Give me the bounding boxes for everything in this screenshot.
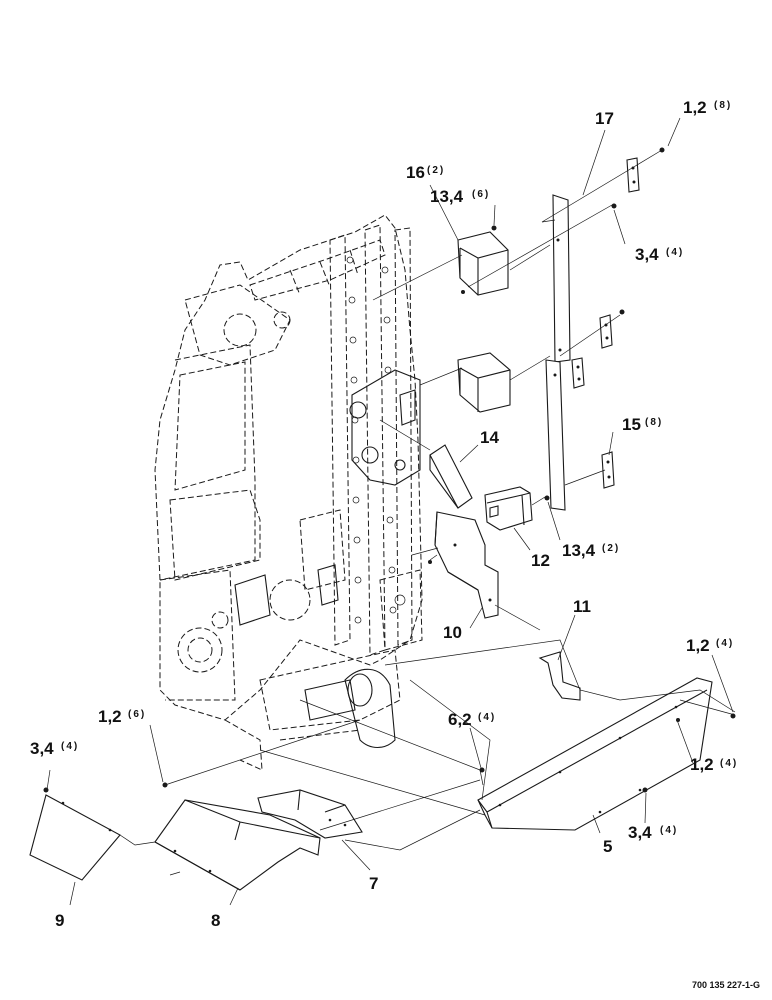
callout-qty: (4): [61, 741, 79, 752]
callout-qty: (2): [602, 543, 620, 554]
callout-label: 6,2: [448, 710, 472, 729]
callout-label: 1,2: [98, 707, 122, 726]
callout-label: 1,2: [683, 98, 707, 117]
callout-label: 14: [480, 428, 499, 447]
bracket-16-upper: [457, 231, 509, 296]
bracket-16-lower: [457, 352, 511, 413]
callout-label: 5: [603, 837, 612, 856]
callout-label: 10: [443, 623, 462, 642]
assembly-lines: [119, 149, 736, 876]
callout-qty: (6): [128, 709, 146, 720]
callout-qty: (8): [714, 100, 732, 111]
callout-label: 1,2: [690, 755, 714, 774]
bracket-11: [538, 651, 581, 701]
callout-label: 17: [595, 109, 614, 128]
callout-label: 3,4: [628, 823, 652, 842]
callout-label: 8: [211, 911, 220, 930]
callout-label: 3,4: [30, 739, 54, 758]
callout-label: 7: [369, 874, 378, 893]
callout-qty: (4): [716, 638, 734, 649]
bracket-14: [429, 444, 473, 509]
cover-9: [29, 794, 121, 881]
callout-label: 9: [55, 911, 64, 930]
plate-15-set: [571, 157, 640, 489]
bracket-7: [257, 789, 363, 839]
callout-label: 16: [406, 163, 425, 182]
callout-label: 15: [622, 415, 641, 434]
callout-label: 13,4: [430, 187, 464, 206]
vertical-bar-17: [545, 194, 571, 511]
callout-label: 3,4: [635, 245, 659, 264]
bracket-10: [434, 511, 499, 619]
main-frame-assembly: [154, 214, 423, 771]
callout-qty: (8): [645, 417, 663, 428]
callout-qty: (4): [478, 712, 496, 723]
callout-label: 1,2: [686, 636, 710, 655]
column-holes: [346, 256, 397, 624]
shield-8: [154, 799, 321, 891]
figure-id: 700 135 227-1-G: [692, 980, 760, 990]
callout-qty: (6): [472, 189, 490, 200]
panel-5: [477, 677, 713, 831]
callout-label: 13,4: [562, 541, 596, 560]
bolt-markers: [43, 147, 736, 793]
callout-qty: (4): [660, 825, 678, 836]
callout-label: 12: [531, 551, 550, 570]
callout-qty: (4): [720, 758, 738, 769]
component-12: [484, 486, 533, 531]
callout-label: 11: [573, 597, 591, 616]
callout-qty: (2): [427, 165, 445, 176]
callout-leaders: [46, 117, 734, 906]
callout-qty: (4): [666, 247, 684, 258]
callout-labels: 1,2 (8) 17 16 (2) 13,4 (6) 3,4 (4) 15 (8…: [30, 98, 738, 930]
